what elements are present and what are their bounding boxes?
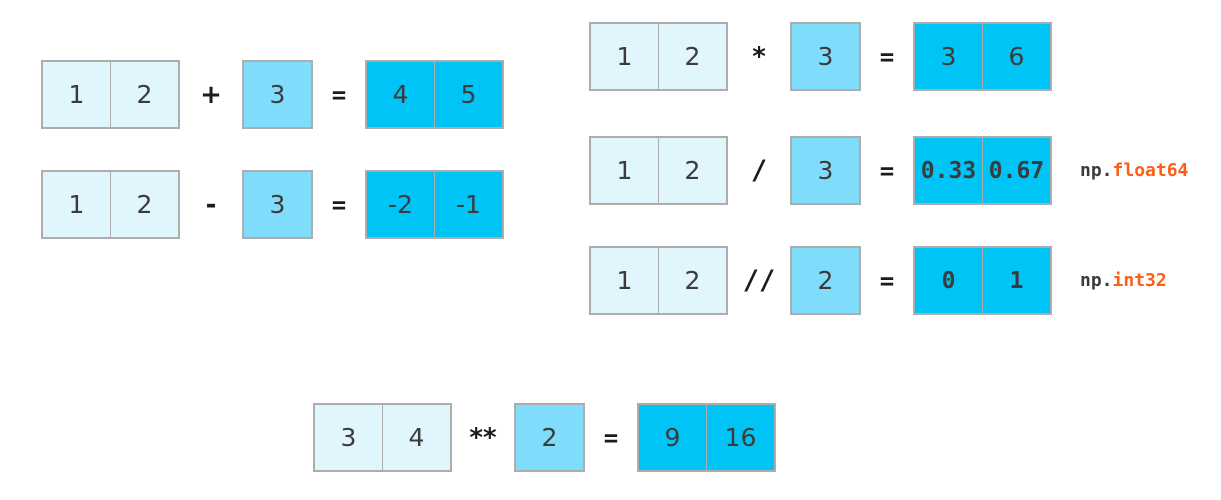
result-cell: 4 <box>367 62 434 127</box>
operand-cell: 1 <box>43 172 110 237</box>
result-cell: 0.33 <box>915 138 982 203</box>
dtype-label-float64: np.float64 <box>1080 159 1189 181</box>
scalar-operand-add: 3 <box>242 60 313 129</box>
result-cell: 16 <box>707 405 774 470</box>
operand-array-floor-divide: 1 2 <box>589 246 728 315</box>
dtype-name: int32 <box>1112 269 1167 291</box>
result-cell: 0.67 <box>983 138 1050 203</box>
operand-array-add: 1 2 <box>41 60 180 129</box>
operand-cell: 2 <box>659 138 726 203</box>
result-cell: -1 <box>435 172 502 237</box>
operand-array-multiply: 1 2 <box>589 22 728 91</box>
operand-cell: 2 <box>659 248 726 313</box>
operand-cell: 2 <box>659 24 726 89</box>
scalar-operand-multiply: 3 <box>790 22 861 91</box>
result-array-add: 4 5 <box>365 60 504 129</box>
equation-row-power: 3 4 ** 2 = 9 16 <box>313 403 776 472</box>
scalar-operand-power: 2 <box>514 403 585 472</box>
operand-cell: 1 <box>591 24 658 89</box>
result-cell: 6 <box>983 24 1050 89</box>
equals-symbol: = <box>879 42 895 71</box>
scalar-cell: 3 <box>792 24 859 89</box>
operand-cell: 4 <box>383 405 450 470</box>
equals-symbol: = <box>331 190 347 219</box>
operand-array-true-divide: 1 2 <box>589 136 728 205</box>
equation-row-floor-divide: 1 2 // 2 = 0 1 np.int32 <box>589 246 1167 315</box>
equals-symbol: = <box>879 266 895 295</box>
result-cell: 0 <box>915 248 982 313</box>
equals-symbol: = <box>603 423 619 452</box>
operand-cell: 1 <box>43 62 110 127</box>
equals-symbol: = <box>879 156 895 185</box>
result-array-true-divide: 0.33 0.67 <box>913 136 1052 205</box>
operand-array-power: 3 4 <box>313 403 452 472</box>
operand-array-subtract: 1 2 <box>41 170 180 239</box>
equation-row-subtract: 1 2 - 3 = -2 -1 <box>41 170 504 239</box>
equation-row-multiply: 1 2 * 3 = 3 6 <box>589 22 1052 91</box>
scalar-operand-subtract: 3 <box>242 170 313 239</box>
operator-symbol: / <box>750 155 768 186</box>
operand-cell: 2 <box>111 62 178 127</box>
operand-cell: 3 <box>315 405 382 470</box>
dtype-namespace: np. <box>1080 159 1113 181</box>
result-array-multiply: 3 6 <box>913 22 1052 91</box>
operand-cell: 2 <box>111 172 178 237</box>
equation-row-add: 1 2 + 3 = 4 5 <box>41 60 504 129</box>
operator-symbol: ** <box>469 422 497 453</box>
operator-symbol: * <box>752 41 766 72</box>
result-cell: -2 <box>367 172 434 237</box>
scalar-operand-floor-divide: 2 <box>790 246 861 315</box>
scalar-cell: 3 <box>244 62 311 127</box>
operator-symbol: + <box>200 79 222 110</box>
scalar-cell: 2 <box>792 248 859 313</box>
dtype-label-int32: np.int32 <box>1080 269 1167 291</box>
result-cell: 3 <box>915 24 982 89</box>
result-array-subtract: -2 -1 <box>365 170 504 239</box>
operator-symbol: // <box>742 265 776 296</box>
operand-cell: 1 <box>591 138 658 203</box>
operator-symbol: - <box>205 189 217 220</box>
scalar-cell: 3 <box>244 172 311 237</box>
equals-symbol: = <box>331 80 347 109</box>
scalar-operand-true-divide: 3 <box>790 136 861 205</box>
result-cell: 9 <box>639 405 706 470</box>
equation-row-true-divide: 1 2 / 3 = 0.33 0.67 np.float64 <box>589 136 1188 205</box>
result-array-power: 9 16 <box>637 403 776 472</box>
dtype-name: float64 <box>1112 159 1189 181</box>
scalar-cell: 2 <box>516 405 583 470</box>
result-array-floor-divide: 0 1 <box>913 246 1052 315</box>
operand-cell: 1 <box>591 248 658 313</box>
result-cell: 1 <box>983 248 1050 313</box>
dtype-namespace: np. <box>1080 269 1113 291</box>
result-cell: 5 <box>435 62 502 127</box>
scalar-cell: 3 <box>792 138 859 203</box>
